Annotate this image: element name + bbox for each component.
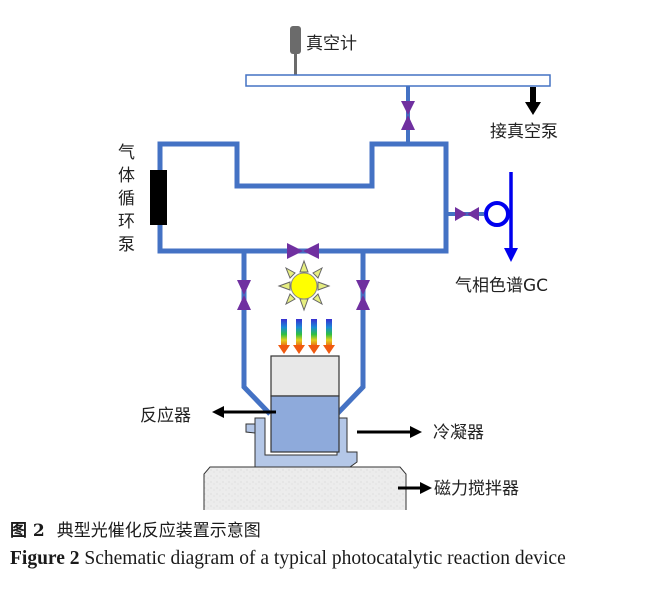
light-ray-arrow-icon [278, 319, 290, 354]
light-rays [278, 319, 335, 354]
vacuum-gauge [290, 26, 301, 76]
figure-title-en: Schematic diagram of a typical photocata… [79, 548, 566, 569]
reactor-headspace [270, 355, 340, 397]
reactor-liquid [270, 395, 340, 453]
svg-text:循: 循 [118, 189, 135, 209]
vacuum-gauge-label: 真空计 [306, 34, 357, 54]
valve-vacuum[interactable] [401, 101, 415, 130]
svg-text:环: 环 [118, 212, 135, 232]
valve-right[interactable] [356, 280, 370, 310]
gc-label: 气相色谱GC [455, 276, 548, 296]
magnetic-stirrer-label: 磁力搅拌器 [434, 479, 519, 499]
svg-text:气: 气 [118, 143, 135, 163]
vacuum-pump-arrow [525, 87, 541, 115]
sun-light-source-icon [277, 259, 331, 312]
circulation-pump [150, 170, 167, 225]
valve-left[interactable] [237, 280, 251, 310]
circulation-loop-pipe [157, 141, 449, 254]
pipe-left-down [241, 251, 272, 416]
figure-caption-en: Figure 2 Schematic diagram of a typical … [10, 548, 566, 570]
condenser-label: 冷凝器 [433, 423, 484, 443]
gc-sampling-loop [484, 172, 518, 262]
reaction-device-diagram: 真空计 接真空泵 气 体 循 环 泵 气相色谱GC [118, 26, 558, 510]
vacuum-gauge-head [290, 26, 301, 54]
figure-caption-cn: 图 2 典型光催化反应装置示意图 [10, 516, 261, 541]
reactor-label: 反应器 [140, 406, 191, 426]
condenser-arrow [357, 426, 422, 438]
vacuum-pump-label: 接真空泵 [490, 122, 558, 142]
figure-number-cn: 图 2 [10, 521, 45, 541]
light-ray-arrow-icon [293, 319, 305, 354]
reactor-arrow [212, 406, 276, 418]
figure-number-en: Figure 2 [10, 548, 80, 569]
circulation-pump-label: 气 体 循 环 泵 [118, 143, 135, 255]
svg-text:泵: 泵 [118, 235, 135, 255]
valve-gc[interactable] [455, 207, 479, 221]
valve-bypass[interactable] [287, 243, 319, 259]
pipe-right-down [335, 251, 366, 416]
light-ray-arrow-icon [323, 319, 335, 354]
svg-text:体: 体 [118, 166, 135, 186]
magnetic-stirrer [203, 466, 407, 510]
condenser-inlet [245, 423, 256, 434]
figure-title-cn: 典型光催化反应装置示意图 [56, 521, 261, 541]
stirrer-arrow [398, 482, 432, 494]
vacuum-manifold [245, 74, 551, 87]
light-ray-arrow-icon [308, 319, 320, 354]
vacuum-gauge-stem [294, 54, 297, 76]
